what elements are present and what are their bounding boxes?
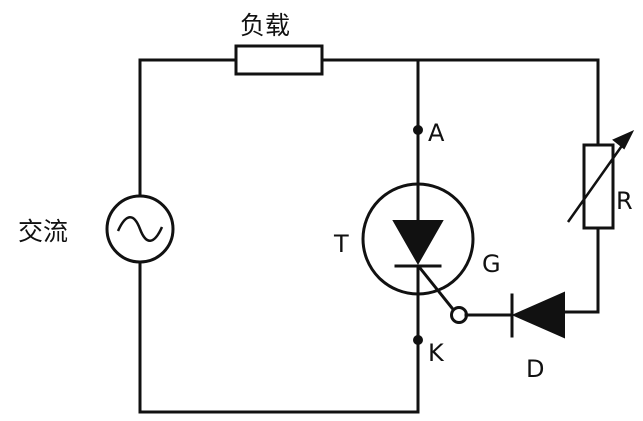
sine-wave-icon [116,216,164,242]
wire-resistor-down [564,226,600,314]
diode-triangle [511,291,565,339]
anode-terminal-dot [413,125,423,135]
diode-label: D [526,355,544,383]
thyristor-label: T [333,230,349,258]
thyristor-triangle [392,220,444,266]
load-label: 负载 [240,11,290,40]
ac-source-label: 交流 [18,217,68,246]
variable-resistor [566,129,635,230]
cathode-label: K [428,339,445,367]
ac-source [105,194,175,264]
gate-terminal [450,306,468,324]
thyristor-gate-lead [417,265,455,311]
diode [510,291,565,339]
variable-resistor-arrowhead [612,129,635,150]
thyristor [361,182,475,311]
load-resistor [234,44,324,76]
wire-top-right [320,58,600,147]
resistor-label: R [616,187,633,215]
gate-label: G [482,250,501,278]
cathode-terminal-dot [413,335,423,345]
circuit-wires [138,58,600,414]
anode-label: A [428,119,445,147]
ac-source-circle [105,194,175,264]
variable-resistor-arrow-line [566,139,628,223]
variable-resistor-body [582,143,615,230]
